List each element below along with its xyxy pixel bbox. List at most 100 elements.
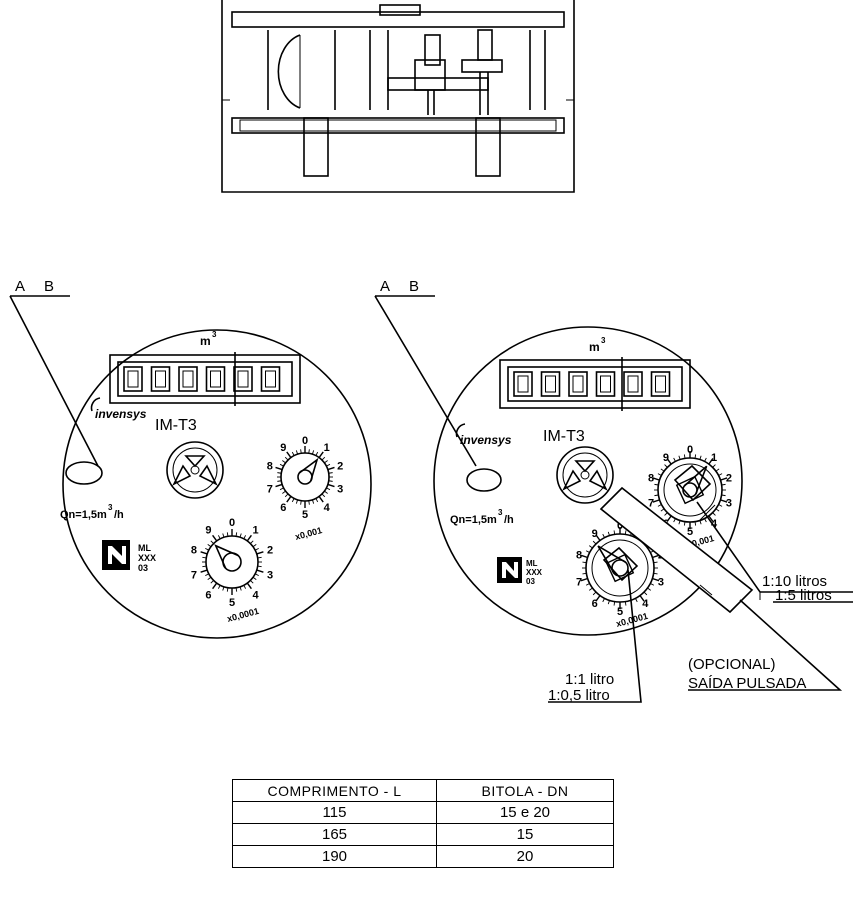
odometer-digit-inner [517, 375, 529, 393]
dial-number: 2 [337, 461, 343, 473]
dial-tick [624, 530, 627, 535]
dial-tick [207, 576, 212, 580]
dial-tick [257, 556, 262, 559]
dial-tick [222, 586, 225, 591]
dial-number: 6 [592, 598, 598, 610]
cert-line-1: ML [526, 559, 538, 568]
dial-tick [585, 550, 590, 553]
dial-tick [252, 544, 257, 548]
odometer-digit-inner [627, 375, 639, 393]
meter-face [433, 326, 743, 636]
dial-tick [210, 540, 214, 544]
dial-number: 7 [191, 569, 197, 581]
dial-tick [652, 577, 660, 582]
dial-tick [200, 569, 208, 573]
dial-tick [704, 457, 707, 462]
dial-tick [279, 487, 284, 491]
pulse-callouts: 1:10 litros 1:5 litros 1:1 litro 1:0,5 l… [548, 501, 853, 704]
dial-tick [643, 591, 648, 596]
dial-tick [235, 532, 238, 537]
dial-tick [282, 460, 286, 464]
cert-line-2: XXX [526, 568, 543, 577]
odometer-digit-inner [127, 370, 139, 388]
dial-inner-ring [663, 463, 717, 517]
dial-number: 3 [726, 498, 732, 510]
odometer-digit [513, 371, 533, 397]
pulse-sensor-band [599, 464, 754, 614]
dial-tick [311, 450, 315, 455]
dial-tick [657, 473, 662, 476]
odometer-digit [150, 366, 171, 392]
dial-number: 0 [229, 517, 235, 529]
dimension-table: COMPRIMENTO - L BITOLA - DN 115 15 e 20 … [232, 779, 614, 868]
dial-tick [200, 551, 208, 555]
dial-tick [585, 583, 590, 586]
dial-tick [286, 496, 292, 503]
dial-number: 9 [592, 528, 598, 540]
odometer-digit-inner [265, 370, 276, 388]
dial-tick [327, 483, 335, 488]
flow-rate-exponent: 3 [108, 503, 113, 512]
dial-tick [602, 598, 605, 603]
callout-line-ab [374, 295, 477, 467]
odometer-digit [123, 366, 143, 392]
dial-number: 8 [191, 545, 197, 557]
dial-tick [252, 576, 257, 580]
odometer-digit [568, 371, 588, 397]
dial-tick [720, 499, 728, 503]
dial-tick [222, 533, 225, 538]
dial-number: 2 [726, 472, 732, 484]
dial-tick [582, 561, 587, 564]
pulse-ratio-3: 1:1 litro [565, 671, 614, 688]
dial-tick [607, 531, 610, 536]
dial-tick [212, 534, 218, 542]
unit-exponent: 3 [601, 336, 606, 345]
dial-tick [246, 582, 252, 590]
odometer-digit [623, 371, 643, 397]
dial-tick [588, 545, 593, 549]
dial-number: 7 [267, 483, 273, 495]
callout-a: A [15, 278, 25, 295]
dial-tick [664, 512, 668, 516]
dial-tick [277, 472, 282, 474]
dial-tick [712, 464, 716, 468]
dial-tick [250, 540, 254, 544]
dial-tick [699, 455, 702, 460]
dial-tick [652, 554, 660, 559]
dial-tick [721, 494, 726, 497]
dial-tick [654, 494, 659, 497]
dial-number: 6 [280, 502, 286, 514]
dial-tick [613, 530, 616, 535]
dial-tick [205, 573, 210, 577]
right-meter: A B m 3 invensys IM-T3 Qn=1,5m 3 /h ML [374, 278, 754, 636]
dial-tick [708, 515, 714, 522]
dial-tick [699, 520, 702, 525]
dial-tick [235, 587, 238, 592]
dial-tick [666, 458, 672, 465]
dial-number: 4 [642, 598, 649, 610]
odometer-display [109, 352, 301, 406]
dial-tick [295, 450, 299, 455]
dial-tick [326, 463, 331, 467]
odometer-digit [260, 366, 281, 392]
dial-tick [321, 456, 326, 461]
callout-a: A [380, 278, 390, 295]
dial-tick [652, 499, 660, 503]
dial-tick [704, 518, 707, 523]
dial-number: 4 [711, 518, 718, 530]
callout-b: B [44, 278, 54, 295]
inmetro-mark: ML XXX 03 [497, 557, 543, 586]
brand-logo-swoosh [90, 397, 101, 412]
seal-hole [466, 468, 502, 492]
dial-tick [613, 601, 616, 606]
dial-tick [595, 534, 601, 541]
dial-tick [328, 472, 333, 474]
callout-line-ab [9, 295, 99, 467]
dial-tick [315, 451, 319, 456]
dial-pointer [298, 457, 319, 482]
odometer-digit [540, 371, 561, 397]
dial-tick [721, 483, 726, 486]
dial-tick [607, 600, 610, 605]
dial-tick [712, 512, 716, 516]
